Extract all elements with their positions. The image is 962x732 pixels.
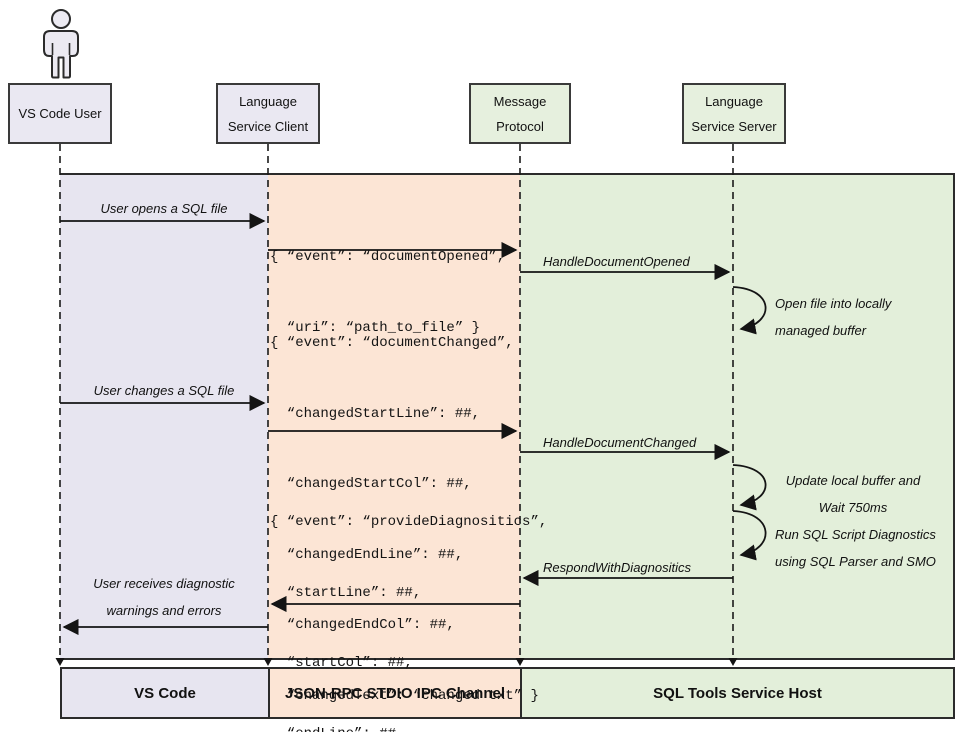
header-box-vscode-user: VS Code User (8, 83, 112, 144)
footer-box-sql-tools: SQL Tools Service Host (520, 667, 955, 719)
lane-sql-tools-host (520, 175, 953, 658)
payload-document-opened: { “event”: “documentOpened”, “uri”: “pat… (270, 199, 505, 387)
payload-line: “changedStartLine”: ##, (270, 405, 481, 422)
header-label-line2: Service Client (227, 118, 309, 134)
label-open-file-line1: Open file into locally (775, 296, 892, 311)
header-label-line2: Protocol (496, 118, 544, 134)
header-label: VS Code User (18, 106, 102, 121)
lane-vscode (60, 175, 268, 658)
payload-line: “startLine”: ##, (270, 584, 422, 601)
footer-box-vscode: VS Code (60, 667, 270, 719)
label-run-diagnostics-line2: using SQL Parser and SMO (775, 554, 936, 569)
header-box-message-protocol: Message Protocol (469, 83, 571, 144)
label-open-file: Open file into locally managed buffer (775, 290, 891, 344)
footer-box-json-rpc: JSON-RPC STDIO IPC Channel (268, 667, 522, 719)
footer-label: SQL Tools Service Host (653, 684, 822, 702)
label-update-buffer: Update local buffer and Wait 750ms (772, 467, 934, 521)
header-box-language-service-client: Language Service Client (216, 83, 320, 144)
header-label-line1: Message (493, 93, 547, 109)
header-box-language-service-server: Language Service Server (682, 83, 786, 144)
header-label-line1: Language (239, 93, 297, 109)
label-run-diagnostics-line1: Run SQL Script Diagnostics (775, 527, 936, 542)
payload-provide-diagnostics: { “event”: “provideDiagnositics”, “start… (270, 464, 547, 732)
label-update-buffer-line2: Wait 750ms (818, 500, 888, 515)
header-label-line2: Service Server (691, 118, 777, 134)
label-update-buffer-line1: Update local buffer and (785, 473, 921, 488)
label-user-opens: User opens a SQL file (100, 201, 228, 216)
label-user-receives-line1: User receives diagnostic (93, 576, 235, 591)
swimlane-band (60, 173, 955, 660)
payload-line: { “event”: “documentChanged”, (270, 335, 514, 351)
payload-line: “startCol”: ##, (270, 655, 413, 671)
payload-document-changed: { “event”: “documentChanged”, “changedSt… (270, 285, 539, 732)
label-run-diagnostics: Run SQL Script Diagnostics using SQL Par… (775, 521, 936, 575)
payload-line: “uri”: “path_to_file” } (270, 319, 481, 336)
label-handle-changed: HandleDocumentChanged (543, 435, 697, 450)
label-user-receives-line2: warnings and errors (106, 603, 222, 618)
payload-line: “changedStartCol”: ##, (270, 476, 472, 492)
header-label-line1: Language (705, 93, 763, 109)
payload-line: “endLine”: ##, (270, 723, 547, 732)
payload-line: “changedText”: “changed txt” } (270, 687, 539, 704)
label-handle-opened: HandleDocumentOpened (543, 254, 690, 269)
payload-line: “changedEndCol”: ##, (270, 617, 455, 633)
footer-label: VS Code (134, 684, 196, 702)
user-actor-icon (43, 9, 79, 79)
label-user-changes: User changes a SQL file (93, 383, 235, 398)
footer-label: JSON-RPC STDIO IPC Channel (284, 684, 506, 702)
label-respond-diagnostics: RespondWithDiagnositics (543, 560, 692, 575)
lane-json-rpc-channel (268, 175, 520, 658)
label-open-file-line2: managed buffer (775, 323, 867, 338)
payload-line: { “event”: “provideDiagnositics”, (270, 514, 548, 530)
payload-line: { “event”: “documentOpened”, (270, 249, 506, 265)
payload-line: “changedEndLine”: ##, (270, 546, 464, 563)
